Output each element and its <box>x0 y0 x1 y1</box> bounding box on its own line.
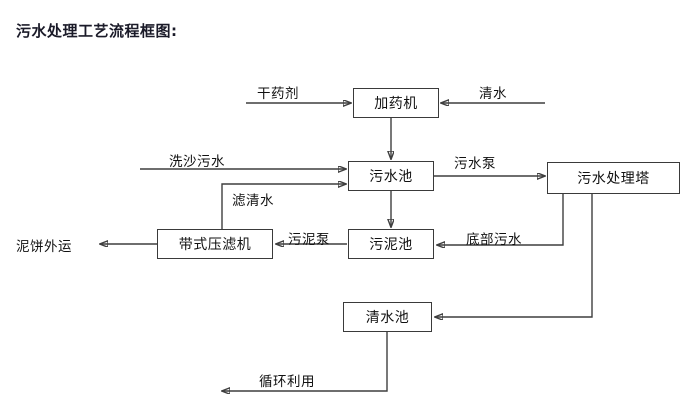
wire-tower-to-clear-water-pool <box>435 194 593 317</box>
edge-label-wastewater-pump: 污水泵 <box>454 156 496 172</box>
node-dosing-machine[interactable]: 加药机 <box>353 88 439 118</box>
edge-label-filtered-clear-water: 滤清水 <box>232 193 274 209</box>
node-sludge-pool[interactable]: 污泥池 <box>348 229 434 259</box>
edge-label-sludge-pump: 污泥泵 <box>288 232 330 248</box>
node-treatment-tower[interactable]: 污水处理塔 <box>547 162 680 194</box>
wire-clear-water-recycle <box>222 331 388 391</box>
edge-label-bottom-wastewater: 底部污水 <box>466 232 522 248</box>
node-belt-filter-press[interactable]: 带式压滤机 <box>157 229 273 259</box>
edge-label-sand-wash-wastewater: 洗沙污水 <box>169 154 225 170</box>
terminal-label-mud-cake-transport: 泥饼外运 <box>16 239 72 255</box>
wire-bottom-wastewater-to-sludge-pool <box>437 194 564 245</box>
edge-label-clean-water: 清水 <box>479 86 507 102</box>
page-title: 污水处理工艺流程框图: <box>16 22 178 40</box>
node-clear-water-pool[interactable]: 清水池 <box>343 302 432 332</box>
terminal-label-recycle-reuse: 循环利用 <box>259 374 315 390</box>
wire-filtered-water-to-wastewater-pool <box>221 184 346 229</box>
node-wastewater-pool[interactable]: 污水池 <box>348 161 434 191</box>
edge-label-dry-chemical: 干药剂 <box>257 86 299 102</box>
